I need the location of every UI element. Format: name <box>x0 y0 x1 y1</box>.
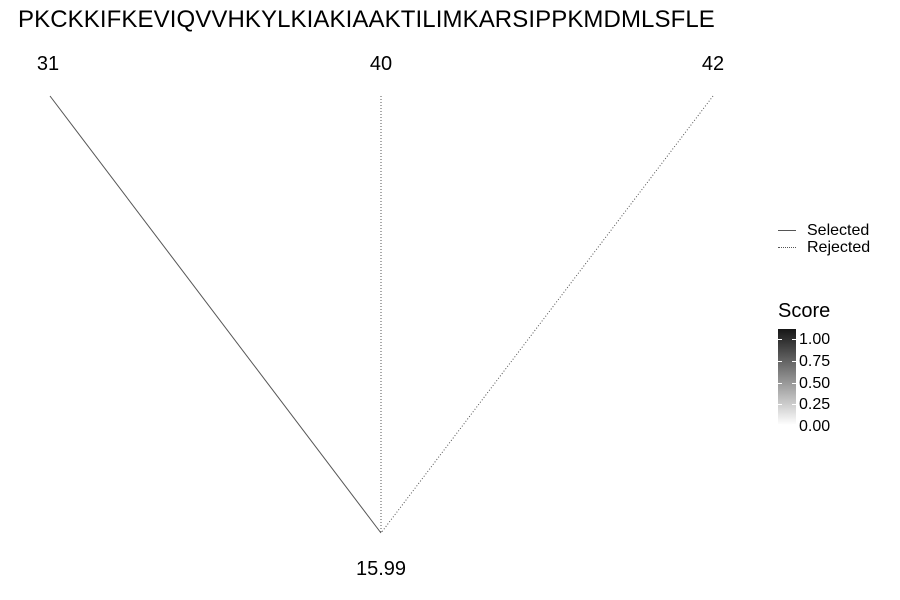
score-tick-mark <box>792 383 796 384</box>
line-style-legend: Selected Rejected <box>778 222 870 256</box>
score-tick-mark <box>778 383 782 384</box>
link-line-site-31-selected <box>49 95 382 534</box>
score-legend-title: Score <box>778 300 831 322</box>
score-tick-label: 1.00 <box>799 331 831 348</box>
score-tick-label: 0.50 <box>799 375 831 392</box>
score-tick-mark <box>778 361 782 362</box>
score-tick-mark <box>792 339 796 340</box>
score-tick-label: 0.75 <box>799 353 831 370</box>
site-label-31: 31 <box>36 53 60 75</box>
score-tick-label: 0.00 <box>799 418 831 435</box>
score-tick-mark <box>778 339 782 340</box>
score-tick-label: 0.25 <box>799 396 831 413</box>
score-legend: Score 1.00 0.75 0.50 0.25 0.00 <box>778 300 859 435</box>
legend-label-selected: Selected <box>807 222 870 239</box>
score-tick-mark <box>792 361 796 362</box>
solid-line-swatch <box>778 230 796 231</box>
score-tick-mark <box>792 424 796 425</box>
score-colorbar <box>778 329 796 425</box>
dotted-line-swatch <box>778 247 796 248</box>
legend-label-rejected: Rejected <box>807 239 871 256</box>
link-line-site-42-rejected <box>380 95 714 534</box>
legend-item-rejected: Rejected <box>778 239 870 256</box>
legend-item-selected: Selected <box>778 222 870 239</box>
site-label-40: 40 <box>369 53 393 75</box>
score-tick-mark <box>778 424 782 425</box>
mass-shift-label: 15.99 <box>355 558 407 580</box>
score-tick-mark <box>778 404 782 405</box>
peptide-sequence-title: PKCKKIFKEVIQVVHKYLKIAKIAAKTILIMKARSIPPKM… <box>18 6 715 33</box>
site-label-42: 42 <box>701 53 725 75</box>
score-tick-mark <box>792 404 796 405</box>
